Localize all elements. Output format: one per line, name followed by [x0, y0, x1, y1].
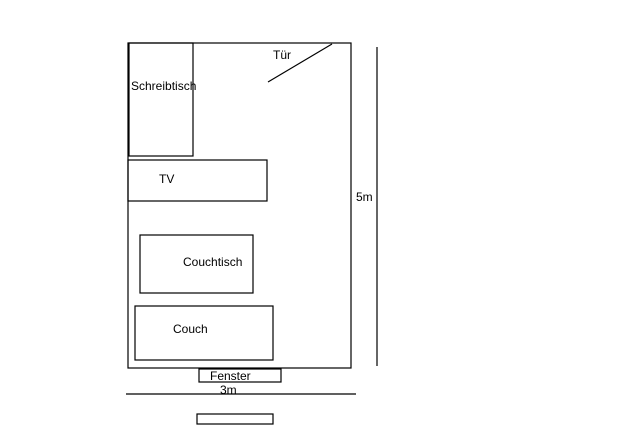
couch-label: Couch — [173, 322, 208, 336]
door-swing-line — [267, 43, 333, 83]
coffee-table-shape — [139, 234, 254, 294]
couch-shape — [134, 305, 274, 361]
outside-rectangle — [196, 413, 274, 425]
coffee-table-label: Couchtisch — [183, 255, 242, 269]
room-length-label: 5m — [356, 190, 373, 204]
desk-shape — [128, 42, 194, 157]
window-label: Fenster — [210, 369, 251, 383]
tv-shape — [127, 159, 268, 202]
door-label: Tür — [273, 48, 291, 62]
room-outline — [127, 42, 352, 369]
desk-label: Schreibtisch — [131, 79, 196, 93]
window-shape — [198, 368, 282, 383]
room-width-label: 3m — [220, 383, 237, 397]
tv-label: TV — [159, 172, 174, 186]
